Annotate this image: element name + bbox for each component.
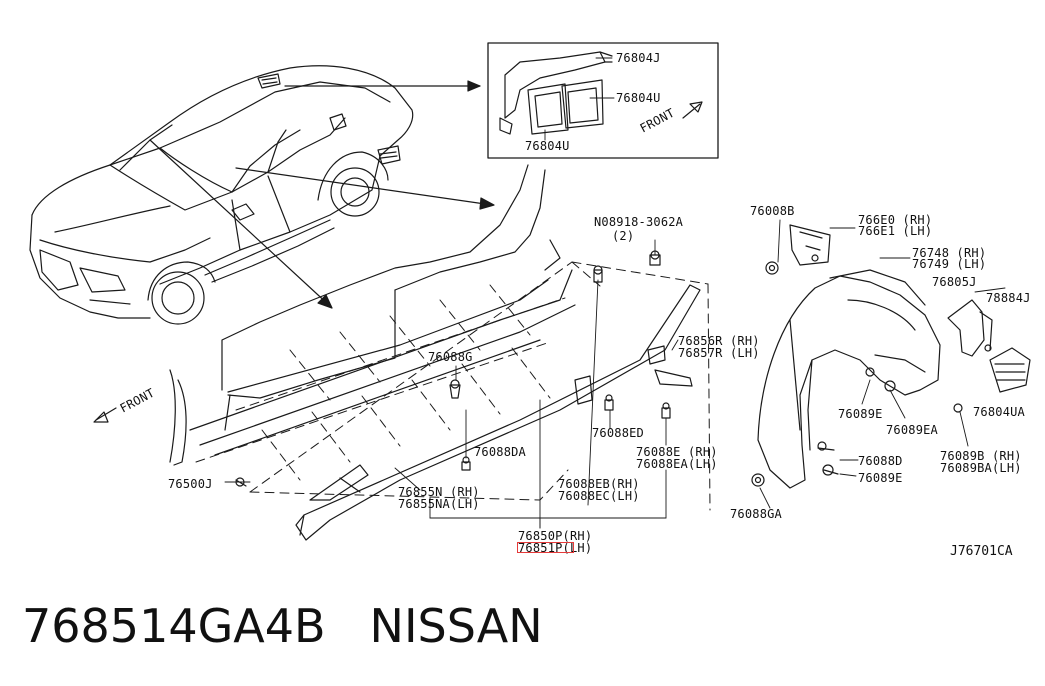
car-illustration xyxy=(29,65,414,325)
inset-box xyxy=(487,42,719,159)
label-76804UA: 76804UA xyxy=(973,405,1025,419)
label-76748: 76748 (RH) xyxy=(912,246,987,260)
highlight-box xyxy=(517,542,574,553)
label-76008B: 76008B xyxy=(750,204,795,218)
label-766E1: 766E1 (LH) xyxy=(858,224,933,238)
label-08918-3062A: N08918-3062A xyxy=(594,215,684,229)
body-side-panel xyxy=(169,164,576,466)
label-76088EC: 76088EC(LH) xyxy=(558,489,640,503)
label-76855NA: 76855NA(LH) xyxy=(398,497,480,511)
label-76089E: 76089E xyxy=(838,407,883,421)
fender-liner-part xyxy=(757,269,941,489)
label-76749: 76749 (LH) xyxy=(912,257,987,271)
label-76089EA: 76089EA xyxy=(886,423,938,437)
label-76804U: 76804U xyxy=(616,91,661,105)
label-76804U: 76804U xyxy=(525,139,570,153)
part-number: 768514GA4B xyxy=(22,599,326,653)
label-76850P: 76850P(RH) xyxy=(518,529,593,543)
vent-part xyxy=(989,347,1031,393)
bracket-part xyxy=(789,224,831,266)
label-76857R: 76857R (LH) xyxy=(678,346,760,360)
label-76804J: 76804J xyxy=(616,51,661,65)
callout-arrows xyxy=(149,80,495,309)
label-76089B: 76089B (RH) xyxy=(940,449,1022,463)
inset-duct-part xyxy=(499,51,613,135)
diagram-code: J76701CA xyxy=(950,544,1013,559)
label-76500J: 76500J xyxy=(168,477,213,491)
label-766E0: 766E0 (RH) xyxy=(858,213,933,227)
sill-cover-part xyxy=(295,284,701,541)
label-76805J: 76805J xyxy=(932,275,977,289)
brand-name: NISSAN xyxy=(369,599,543,653)
dashed-guides xyxy=(195,261,711,511)
fastener-icons xyxy=(235,250,963,487)
front-arrow-icon xyxy=(93,407,117,423)
label-78884J: 78884J xyxy=(986,291,1031,305)
part-title: 768514GA4B NISSAN xyxy=(22,598,543,654)
label-76089BA: 76089BA(LH) xyxy=(940,461,1022,475)
label-76088E: 76088E (RH) xyxy=(636,445,718,459)
label-76088D: 76088D xyxy=(858,454,903,468)
leader-lines xyxy=(224,219,1006,529)
label-76855N: 76855N (RH) xyxy=(398,485,480,499)
clip-bracket-part xyxy=(947,299,993,357)
label-76856R: 76856R (RH) xyxy=(678,334,760,348)
inset-leader-lines xyxy=(544,57,615,141)
label-76088G: 76088G xyxy=(428,350,473,364)
label-76088GA: 76088GA xyxy=(730,507,782,521)
label-76089E: 76089E xyxy=(858,471,903,485)
label-76088ED: 76088ED xyxy=(592,426,644,440)
label-76088EB: 76088EB(RH) xyxy=(558,477,640,491)
label-76088EA: 76088EA(LH) xyxy=(636,457,718,471)
label-quantity: (2) xyxy=(612,229,635,243)
front-arrow-icon xyxy=(682,101,703,119)
label-76088DA: 76088DA xyxy=(474,445,526,459)
